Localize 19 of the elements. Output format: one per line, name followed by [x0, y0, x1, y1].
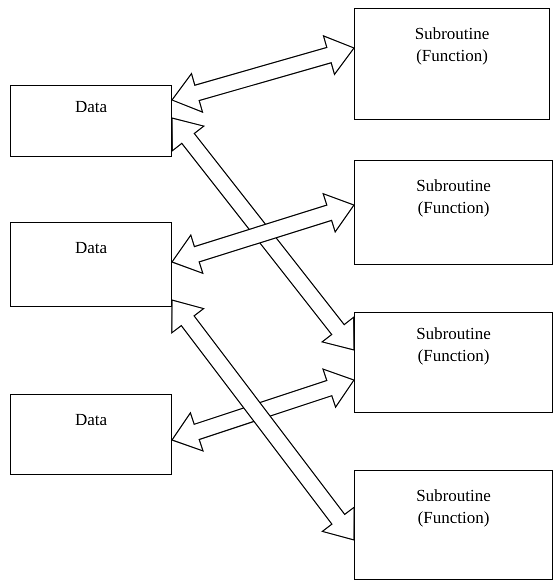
process-box — [354, 8, 550, 120]
box-label: Subroutine (Function) — [414, 23, 490, 67]
process-box — [10, 222, 172, 307]
process-box — [354, 470, 553, 580]
double-block-arrow — [171, 34, 355, 114]
process-box — [10, 394, 172, 475]
box-label: Subroutine (Function) — [415, 485, 492, 529]
double-block-arrow — [171, 117, 355, 351]
box-label: Data — [74, 237, 108, 259]
double-block-arrow — [171, 192, 355, 274]
double-block-arrow — [171, 368, 355, 452]
process-box — [354, 312, 553, 413]
box-label: Data — [74, 96, 108, 118]
box-label: Subroutine (Function) — [415, 323, 492, 367]
double-block-arrow — [171, 299, 355, 541]
box-label: Subroutine (Function) — [415, 175, 492, 219]
box-label: Data — [74, 409, 108, 431]
process-box — [354, 160, 553, 265]
process-box — [10, 85, 172, 157]
